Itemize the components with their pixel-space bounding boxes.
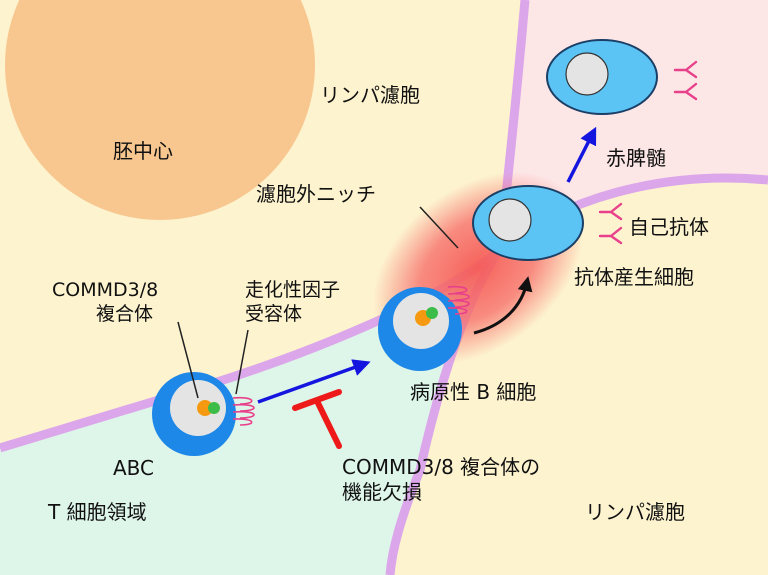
differentiation-arrow — [473, 276, 533, 335]
commd-leader-line — [177, 321, 199, 399]
antibody-icon — [598, 226, 623, 245]
label-commd-loss-line1: COMMD3/8 複合体の — [342, 455, 540, 479]
red-pulp-arrow — [566, 126, 597, 183]
label-autoantibody: 自己抗体 — [629, 215, 709, 239]
migration-arrow — [257, 359, 371, 404]
inhibition-icon — [292, 389, 342, 449]
label-commd-complex-line2: 複合体 — [96, 303, 153, 325]
germinal-center-circle — [5, 0, 315, 220]
label-chemokine-receptor-line1: 走化性因子 — [245, 279, 340, 301]
pathogenic-receptor-icon — [447, 285, 470, 315]
label-red-pulp: 赤脾髄 — [606, 146, 666, 170]
label-commd-complex-line1: COMMD3/8 — [52, 279, 158, 301]
antibody-icon — [673, 60, 698, 79]
label-pathogenic-b-cell: 病原性 B 細胞 — [410, 380, 536, 404]
label-lymph-follicle-top: リンパ濾胞 — [320, 83, 420, 107]
antibody-cell-nucleus — [488, 198, 532, 242]
antibody-icon — [673, 82, 698, 101]
red-pulp-cell — [546, 39, 658, 115]
label-chemokine-receptor-line2: 受容体 — [245, 303, 302, 325]
red-pulp-cell-nucleus — [565, 52, 609, 96]
pathogenic-commd-green-dot — [426, 307, 438, 319]
pathogenic-b-cell — [378, 285, 470, 371]
antibody-icon — [598, 202, 623, 221]
abc-commd-orange-dot — [197, 400, 213, 416]
label-antibody-producing-cell: 抗体産生細胞 — [574, 265, 694, 289]
label-commd-loss-line2: 機能欠損 — [342, 480, 422, 504]
antibody-icons — [598, 60, 698, 245]
label-abc: ABC — [113, 456, 154, 480]
antibody-producing-cell — [472, 185, 584, 261]
label-germinal-center: 胚中心 — [113, 139, 173, 163]
abc-receptor-icon — [232, 396, 255, 426]
label-lymph-follicle-bottom: リンパ濾胞 — [585, 500, 685, 524]
abc-commd-green-dot — [208, 402, 220, 414]
abc-cell — [152, 372, 255, 456]
receptor-leader-line — [235, 329, 249, 395]
label-extrafollicular-niche: 濾胞外ニッチ — [256, 182, 376, 206]
label-t-cell-zone: T 細胞領域 — [47, 500, 147, 524]
niche-leader-line — [419, 206, 459, 249]
